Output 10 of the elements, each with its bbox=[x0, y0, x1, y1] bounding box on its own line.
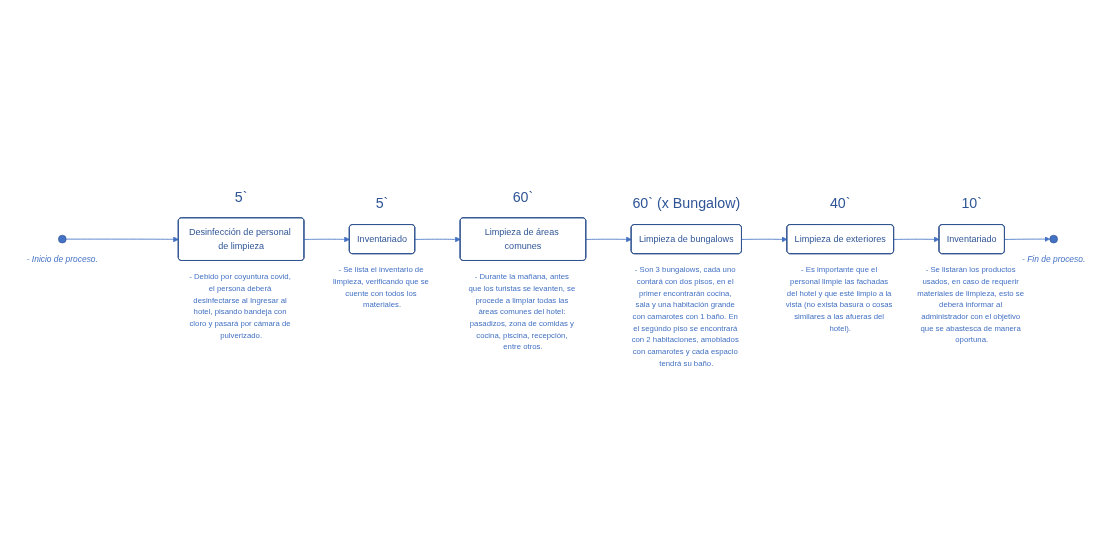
node-label: 40` bbox=[829, 195, 851, 212]
node-label: - Fin de proceso. bbox=[1021, 254, 1085, 265]
node-circle bbox=[1048, 234, 1058, 244]
node-label: 60` (x Bungalow) bbox=[631, 195, 740, 212]
node-label: 60` bbox=[512, 188, 533, 205]
node-label: 10` bbox=[960, 195, 982, 212]
node-label: 5` bbox=[234, 188, 247, 205]
node-label: - Inicio de proceso. bbox=[26, 254, 98, 265]
node-label: 5` bbox=[375, 195, 388, 212]
node-circle bbox=[57, 234, 67, 244]
